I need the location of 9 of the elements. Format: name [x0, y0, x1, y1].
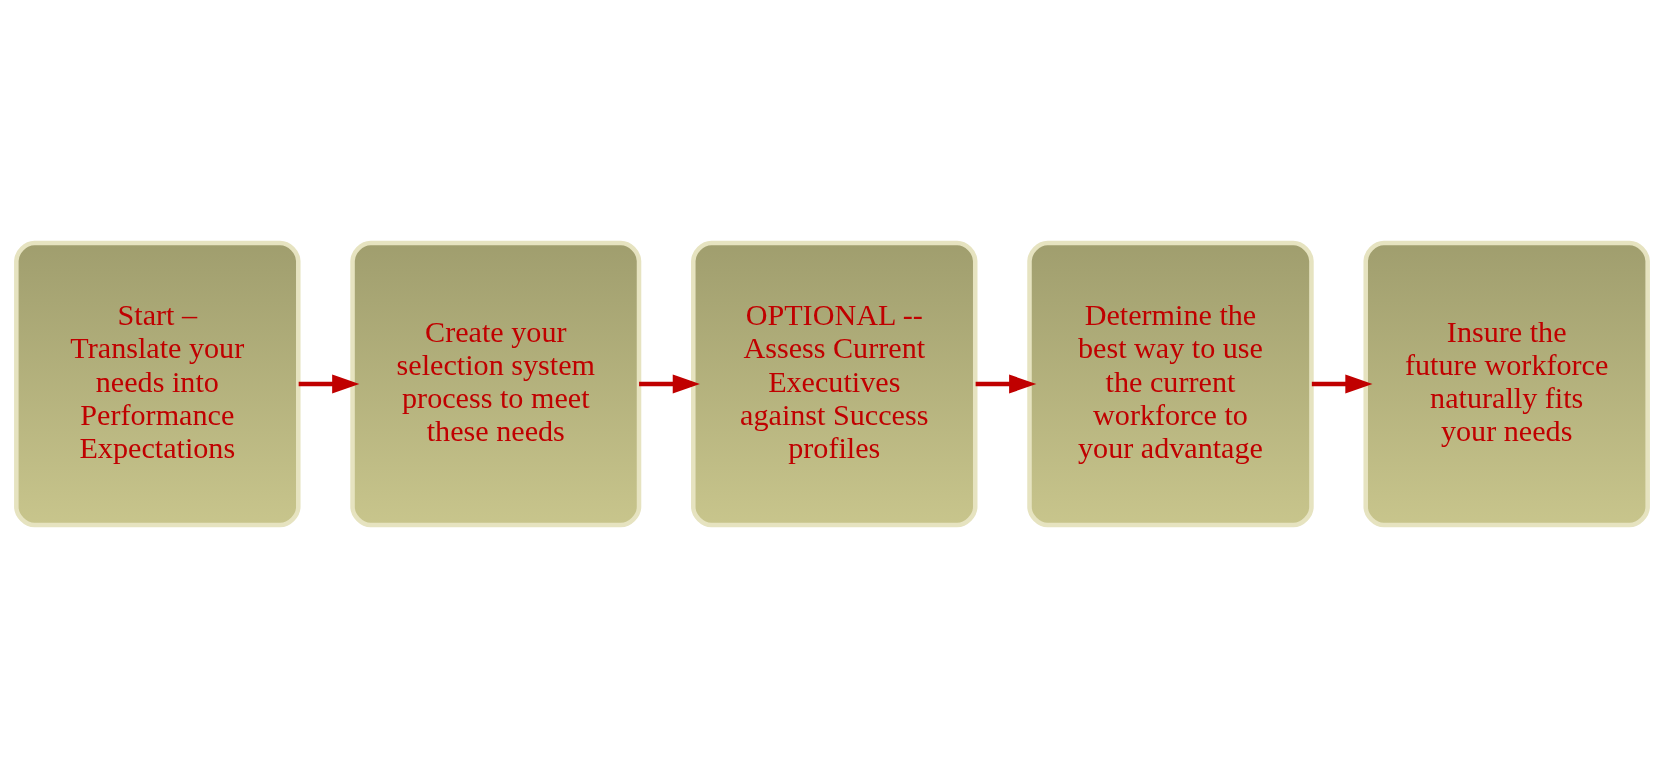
arrow [1311, 374, 1373, 393]
arrow [638, 374, 700, 393]
arrow [298, 374, 359, 393]
node-box: Determine the best way to use the current workforce to your advantage [1026, 240, 1314, 527]
node-box: Create your selection system process to meet these needs [349, 240, 641, 527]
arrow [975, 374, 1036, 393]
node-box: Start – Translate your needs into Performance Expectations [13, 240, 301, 527]
node-box: Insure the future workforce naturally fits your needs [1362, 240, 1650, 527]
node-box: OPTIONAL -- Assess Current Executives against Success profiles [690, 240, 977, 527]
